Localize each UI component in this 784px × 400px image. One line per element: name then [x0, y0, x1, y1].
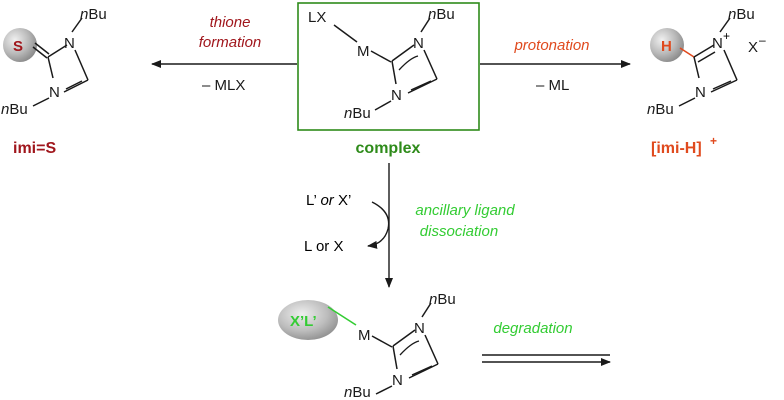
- nitrogen-atom-lower: N: [392, 372, 403, 389]
- lx-ligand-label: LX: [308, 9, 326, 26]
- ch-bond: [679, 47, 695, 58]
- ring-bond: [723, 49, 738, 81]
- imidazolium-product: H N + N nBu nBu X – [imi-H] +: [647, 6, 766, 157]
- metal-carbene-bond: [370, 50, 392, 63]
- protonation-arrow: protonation – ML: [480, 37, 631, 94]
- thione-product: S N N nBu nBu imi=S: [1, 6, 107, 157]
- nbu-bond-top: [719, 17, 731, 33]
- nitrogen-atom-lower: N: [49, 84, 60, 101]
- cs-double-bond-b: [34, 42, 50, 55]
- ring-bond: [423, 49, 438, 80]
- nbu-bottom-label: nBu: [344, 105, 371, 122]
- cs-double-bond-a: [32, 46, 48, 59]
- ring-bond: [391, 44, 415, 62]
- arrow-label: protonation: [513, 37, 589, 54]
- nbu-bottom-label: nBu: [647, 101, 674, 118]
- counterion-label: X: [748, 39, 758, 56]
- incoming-ligand: L’ or X’: [306, 192, 351, 209]
- delocalization-arc: [398, 55, 419, 71]
- nbu-top-label: nBu: [428, 6, 455, 23]
- arrow-byproduct: – ML: [536, 77, 569, 94]
- arrow-label-line2: formation: [199, 34, 262, 51]
- ligand-metal-bond: [327, 306, 357, 326]
- dissociation-label-line1: ancillary ligand: [415, 202, 515, 219]
- hydrogen-sphere: [650, 28, 684, 62]
- complex-box: [297, 2, 480, 131]
- ligand-label: X’L’: [290, 313, 317, 330]
- nitrogen-atom-upper: N: [414, 320, 425, 337]
- positive-charge: +: [723, 29, 730, 43]
- hydrogen-atom-label: H: [661, 38, 672, 55]
- ring-bond: [693, 44, 715, 58]
- nitrogen-atom-upper: N: [64, 35, 75, 52]
- ring-bond: [74, 49, 89, 81]
- ring-double-bond: [697, 51, 716, 63]
- nbu-bond-bottom: [375, 385, 393, 395]
- nbu-bottom-label: nBu: [1, 101, 28, 118]
- ring-inner-double-bond: [712, 80, 732, 90]
- ring-inner-double-bond: [411, 365, 433, 376]
- ligand-dissociation-arrow: L’ or X’ L or X ancillary ligand dissoci…: [304, 163, 515, 288]
- dissociation-label-line2: dissociation: [420, 223, 498, 240]
- ligand-oval: [278, 300, 338, 340]
- imidazolium-caption-charge: +: [710, 134, 717, 148]
- nitrogen-atom-lower: N: [391, 87, 402, 104]
- ring-bond: [47, 56, 54, 79]
- central-complex: LX M N N nBu nBu complex: [297, 2, 480, 157]
- ring-bond: [47, 44, 68, 58]
- counterion-charge: –: [759, 33, 766, 47]
- complex-caption: complex: [356, 140, 421, 157]
- delocalization-arc: [399, 340, 420, 356]
- arrow-label-line1: thione: [210, 14, 251, 31]
- nbu-top-label: nBu: [728, 6, 755, 23]
- nbu-top-label: nBu: [80, 6, 107, 23]
- nbu-bond-bottom: [678, 97, 696, 107]
- ring-bond: [424, 334, 439, 365]
- nbu-bottom-label: nBu: [344, 384, 371, 400]
- imidazolium-caption: [imi-H]: [651, 140, 702, 157]
- ring-bond: [392, 345, 398, 370]
- nitrogen-atom-upper: N: [712, 35, 723, 52]
- ring-bond: [63, 79, 89, 93]
- sulfur-sphere: [3, 28, 37, 62]
- outgoing-ligands: L or X: [304, 238, 343, 255]
- ring-bond: [407, 78, 438, 94]
- ligand-exchange-curve: [367, 201, 390, 249]
- nbu-bond-top: [421, 302, 432, 318]
- ring-bond: [710, 79, 738, 93]
- nbu-bond-top: [420, 17, 431, 33]
- metal-label: M: [358, 327, 371, 344]
- degradation-arrow: degradation: [482, 320, 611, 366]
- dissociated-complex: X’L’ M N N nBu nBu: [278, 291, 456, 400]
- ring-bond: [392, 329, 416, 347]
- thione-formation-arrow: thione formation – MLX: [151, 14, 297, 94]
- ring-inner-double-bond: [65, 80, 83, 90]
- nbu-top-label: nBu: [429, 291, 456, 308]
- nitrogen-atom-upper: N: [413, 35, 424, 52]
- sulfur-atom-label: S: [13, 38, 23, 55]
- thione-caption: imi=S: [13, 140, 56, 157]
- nbu-bond-top: [71, 17, 83, 33]
- ring-bond: [391, 60, 397, 85]
- arrow-byproduct: – MLX: [202, 77, 245, 94]
- degradation-label: degradation: [493, 320, 572, 337]
- ring-bond: [408, 363, 439, 379]
- nbu-bond-bottom: [374, 100, 392, 111]
- lx-metal-bond: [333, 24, 358, 43]
- ring-inner-double-bond: [410, 80, 432, 91]
- ring-bond: [693, 56, 700, 79]
- metal-carbene-bond: [371, 335, 393, 348]
- nbu-bond-bottom: [32, 97, 50, 107]
- nitrogen-atom-lower: N: [695, 84, 706, 101]
- metal-label: M: [357, 43, 370, 60]
